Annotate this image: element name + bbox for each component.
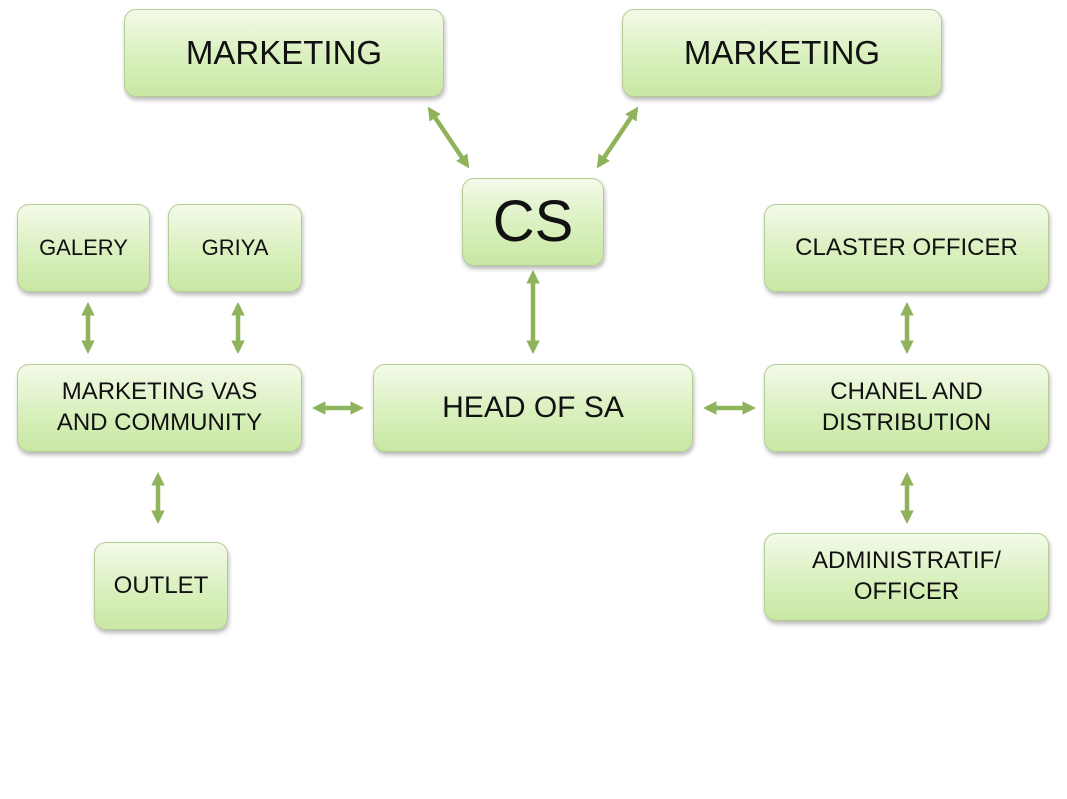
node-label: CLASTER OFFICER [795, 233, 1018, 261]
node-label: MARKETING [185, 33, 383, 71]
node-griya: GRIYA [168, 204, 302, 292]
node-galery: GALERY [17, 204, 150, 292]
node-label: GALERY [39, 234, 128, 260]
node-marketing-vas: MARKETING VAS AND COMMUNITY [17, 364, 302, 452]
node-administratif-officer: ADMINISTRATIF/ OFFICER [764, 533, 1049, 621]
node-label: OUTLET [113, 571, 209, 599]
arrow-marketing-right-cs [596, 106, 639, 169]
node-marketing-left: MARKETING [124, 9, 444, 97]
node-label: GRIYA [201, 234, 269, 260]
node-claster-officer: CLASTER OFFICER [764, 204, 1049, 292]
node-outlet: OUTLET [94, 542, 228, 630]
node-label: ADMINISTRATIF/ OFFICER [812, 547, 1001, 605]
node-head-of-sa: HEAD OF SA [373, 364, 693, 452]
node-label: CHANEL AND DISTRIBUTION [821, 378, 992, 436]
node-cs: CS [462, 178, 604, 266]
arrow-marketing-left-cs [427, 106, 470, 169]
node-label: MARKETING [683, 33, 881, 71]
node-label: HEAD OF SA [442, 390, 624, 424]
node-label: MARKETING VAS AND COMMUNITY [56, 378, 263, 436]
node-marketing-right: MARKETING [622, 9, 942, 97]
node-label: CS [492, 188, 574, 254]
node-chanel-and-distribution: CHANEL AND DISTRIBUTION [764, 364, 1049, 452]
